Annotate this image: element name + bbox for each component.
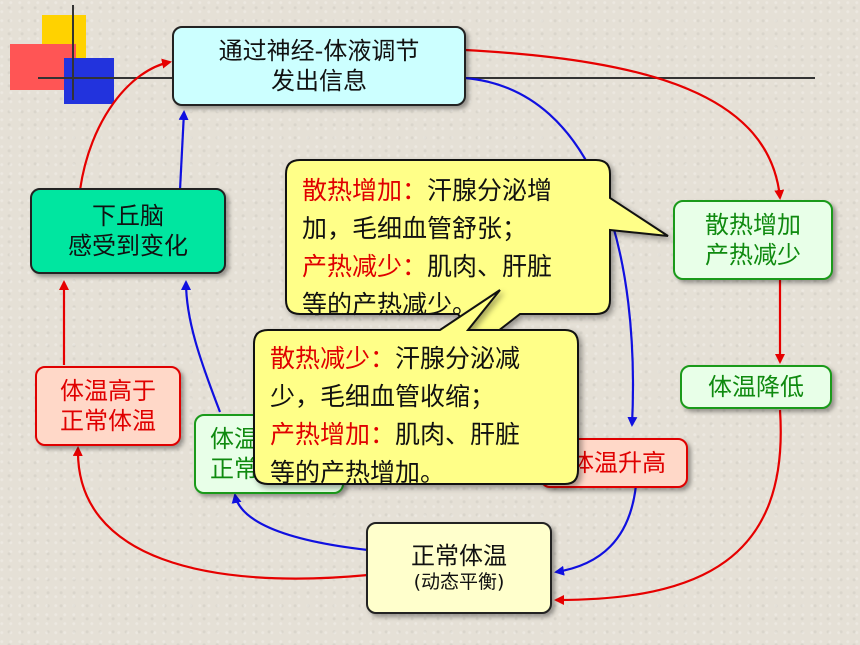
upper-callout-bubble <box>285 159 669 347</box>
heat-production-increase-heading: 产热增加： <box>270 420 396 449</box>
temperature-rise-label: 体温升高 <box>570 449 666 477</box>
upper-callout-text: 散热增加：汗腺分泌增 加，毛细血管舒张； 产热减少：肌肉、肝脏 等的产热减少。 <box>302 172 602 324</box>
normal-temperature-box: 正常体温 (动态平衡) <box>366 522 552 614</box>
heat-loss-line2: 产热减少 <box>705 241 801 269</box>
below-normal-line1: 体温 <box>210 425 258 453</box>
upper-callout-line4: 等的产热减少。 <box>302 290 478 319</box>
hypothalamus-box: 下丘脑 感受到变化 <box>30 188 226 274</box>
hypothalamus-line2: 感受到变化 <box>68 232 188 260</box>
upper-callout-line1: 汗腺分泌增 <box>427 176 553 205</box>
above-normal-temp-box: 体温高于 正常体温 <box>35 366 181 446</box>
heat-loss-line1: 散热增加 <box>705 211 801 239</box>
above-normal-line2: 正常体温 <box>60 407 156 435</box>
lower-callout-line2: 少，毛细血管收缩； <box>270 382 496 411</box>
heat-loss-decrease-heading: 散热减少： <box>270 344 396 373</box>
heat-loss-increase-box: 散热增加 产热减少 <box>673 200 833 280</box>
upper-callout-line3: 肌肉、肝脏 <box>427 252 553 281</box>
red-arrows <box>59 48 785 605</box>
below-normal-line2: 正常 <box>210 455 258 483</box>
normal-temp-line1: 正常体温 <box>411 542 507 571</box>
neuro-humoral-regulation-box: 通过神经-体液调节 发出信息 <box>172 26 466 106</box>
normal-temp-line2: (动态平衡) <box>413 571 505 594</box>
lower-callout-line1: 汗腺分泌减 <box>395 344 521 373</box>
lower-callout-text: 散热减少：汗腺分泌减 少，毛细血管收缩； 产热增加：肌肉、肝脏 等的产热增加。 <box>270 340 570 492</box>
temperature-decrease-box: 体温降低 <box>680 365 832 409</box>
neuro-humoral-line2: 发出信息 <box>271 67 367 95</box>
temperature-decrease-label: 体温降低 <box>708 373 804 401</box>
neuro-humoral-line1: 通过神经-体液调节 <box>218 37 420 65</box>
lower-callout-line4: 等的产热增加。 <box>270 458 446 487</box>
upper-callout-line2: 加，毛细血管舒张； <box>302 214 528 243</box>
hypothalamus-line1: 下丘脑 <box>92 202 164 230</box>
above-normal-line1: 体温高于 <box>60 377 156 405</box>
heat-production-decrease-heading: 产热减少： <box>302 252 428 281</box>
lower-callout-line3: 肌肉、肝脏 <box>395 420 521 449</box>
lower-callout-bubble <box>253 289 579 485</box>
heat-loss-increase-heading: 散热增加： <box>302 176 428 205</box>
